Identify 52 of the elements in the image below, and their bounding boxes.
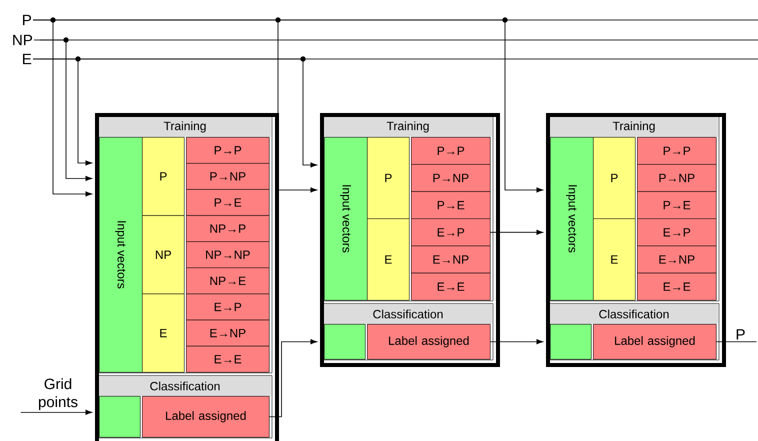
input-column: Input vectors (550, 137, 594, 300)
class-cell: E (367, 218, 410, 300)
arrow (20, 410, 92, 415)
class-cell: NP (142, 215, 184, 294)
stage-frame (546, 113, 726, 367)
transition-cell: E→NP (637, 246, 716, 274)
edge-label: P (736, 329, 745, 340)
arrow (32, 20, 544, 192)
transition-cell: P→E (186, 189, 270, 216)
class-cell: P (142, 137, 184, 216)
stage-frame (95, 113, 279, 441)
arrow (490, 339, 544, 344)
arrow (490, 230, 544, 235)
label-cell: Label assigned (142, 396, 270, 438)
transition-cell: NP→P (186, 215, 270, 242)
class-cell: E (142, 294, 184, 372)
transition-cell: E→P (411, 218, 490, 246)
bus-label: E (23, 54, 32, 64)
class-cell: P (367, 137, 410, 219)
input-column: Input vectors (324, 137, 368, 300)
bus-label: P (23, 14, 31, 26)
transition-cell: E→E (637, 272, 716, 300)
input-label: Grid points (38, 378, 78, 410)
transition-cell: P→P (411, 137, 490, 165)
input-cell (550, 324, 592, 360)
transition-cell: E→E (411, 272, 490, 300)
bus-label: NP (13, 34, 32, 46)
transition-cell: P→NP (186, 163, 270, 190)
transition-cell: NP→NP (186, 241, 270, 268)
input-cell (99, 396, 140, 438)
transition-cell: NP→E (186, 268, 270, 294)
transition-cell: P→P (637, 137, 716, 165)
transition-cell: E→NP (186, 320, 270, 346)
input-cell (324, 324, 366, 360)
stage-frame (320, 113, 500, 367)
class-cell: P (593, 137, 636, 219)
input-column: Input vectors (99, 137, 142, 372)
arrow (269, 339, 318, 418)
transition-cell: P→E (411, 191, 490, 219)
label-cell: Label assigned (593, 324, 716, 360)
arrow (32, 58, 318, 168)
transition-cell: P→NP (637, 164, 716, 192)
arrow (34, 40, 92, 181)
label-cell: Label assigned (367, 324, 490, 360)
transition-cell: E→P (186, 294, 270, 320)
transition-cell: E→E (186, 346, 270, 372)
transition-cell: E→P (637, 218, 716, 246)
transition-cell: P→P (186, 137, 270, 164)
class-cell: E (593, 218, 636, 300)
transition-cell: E→NP (411, 246, 490, 274)
transition-cell: P→NP (411, 164, 490, 192)
transition-cell: P→E (637, 191, 716, 219)
